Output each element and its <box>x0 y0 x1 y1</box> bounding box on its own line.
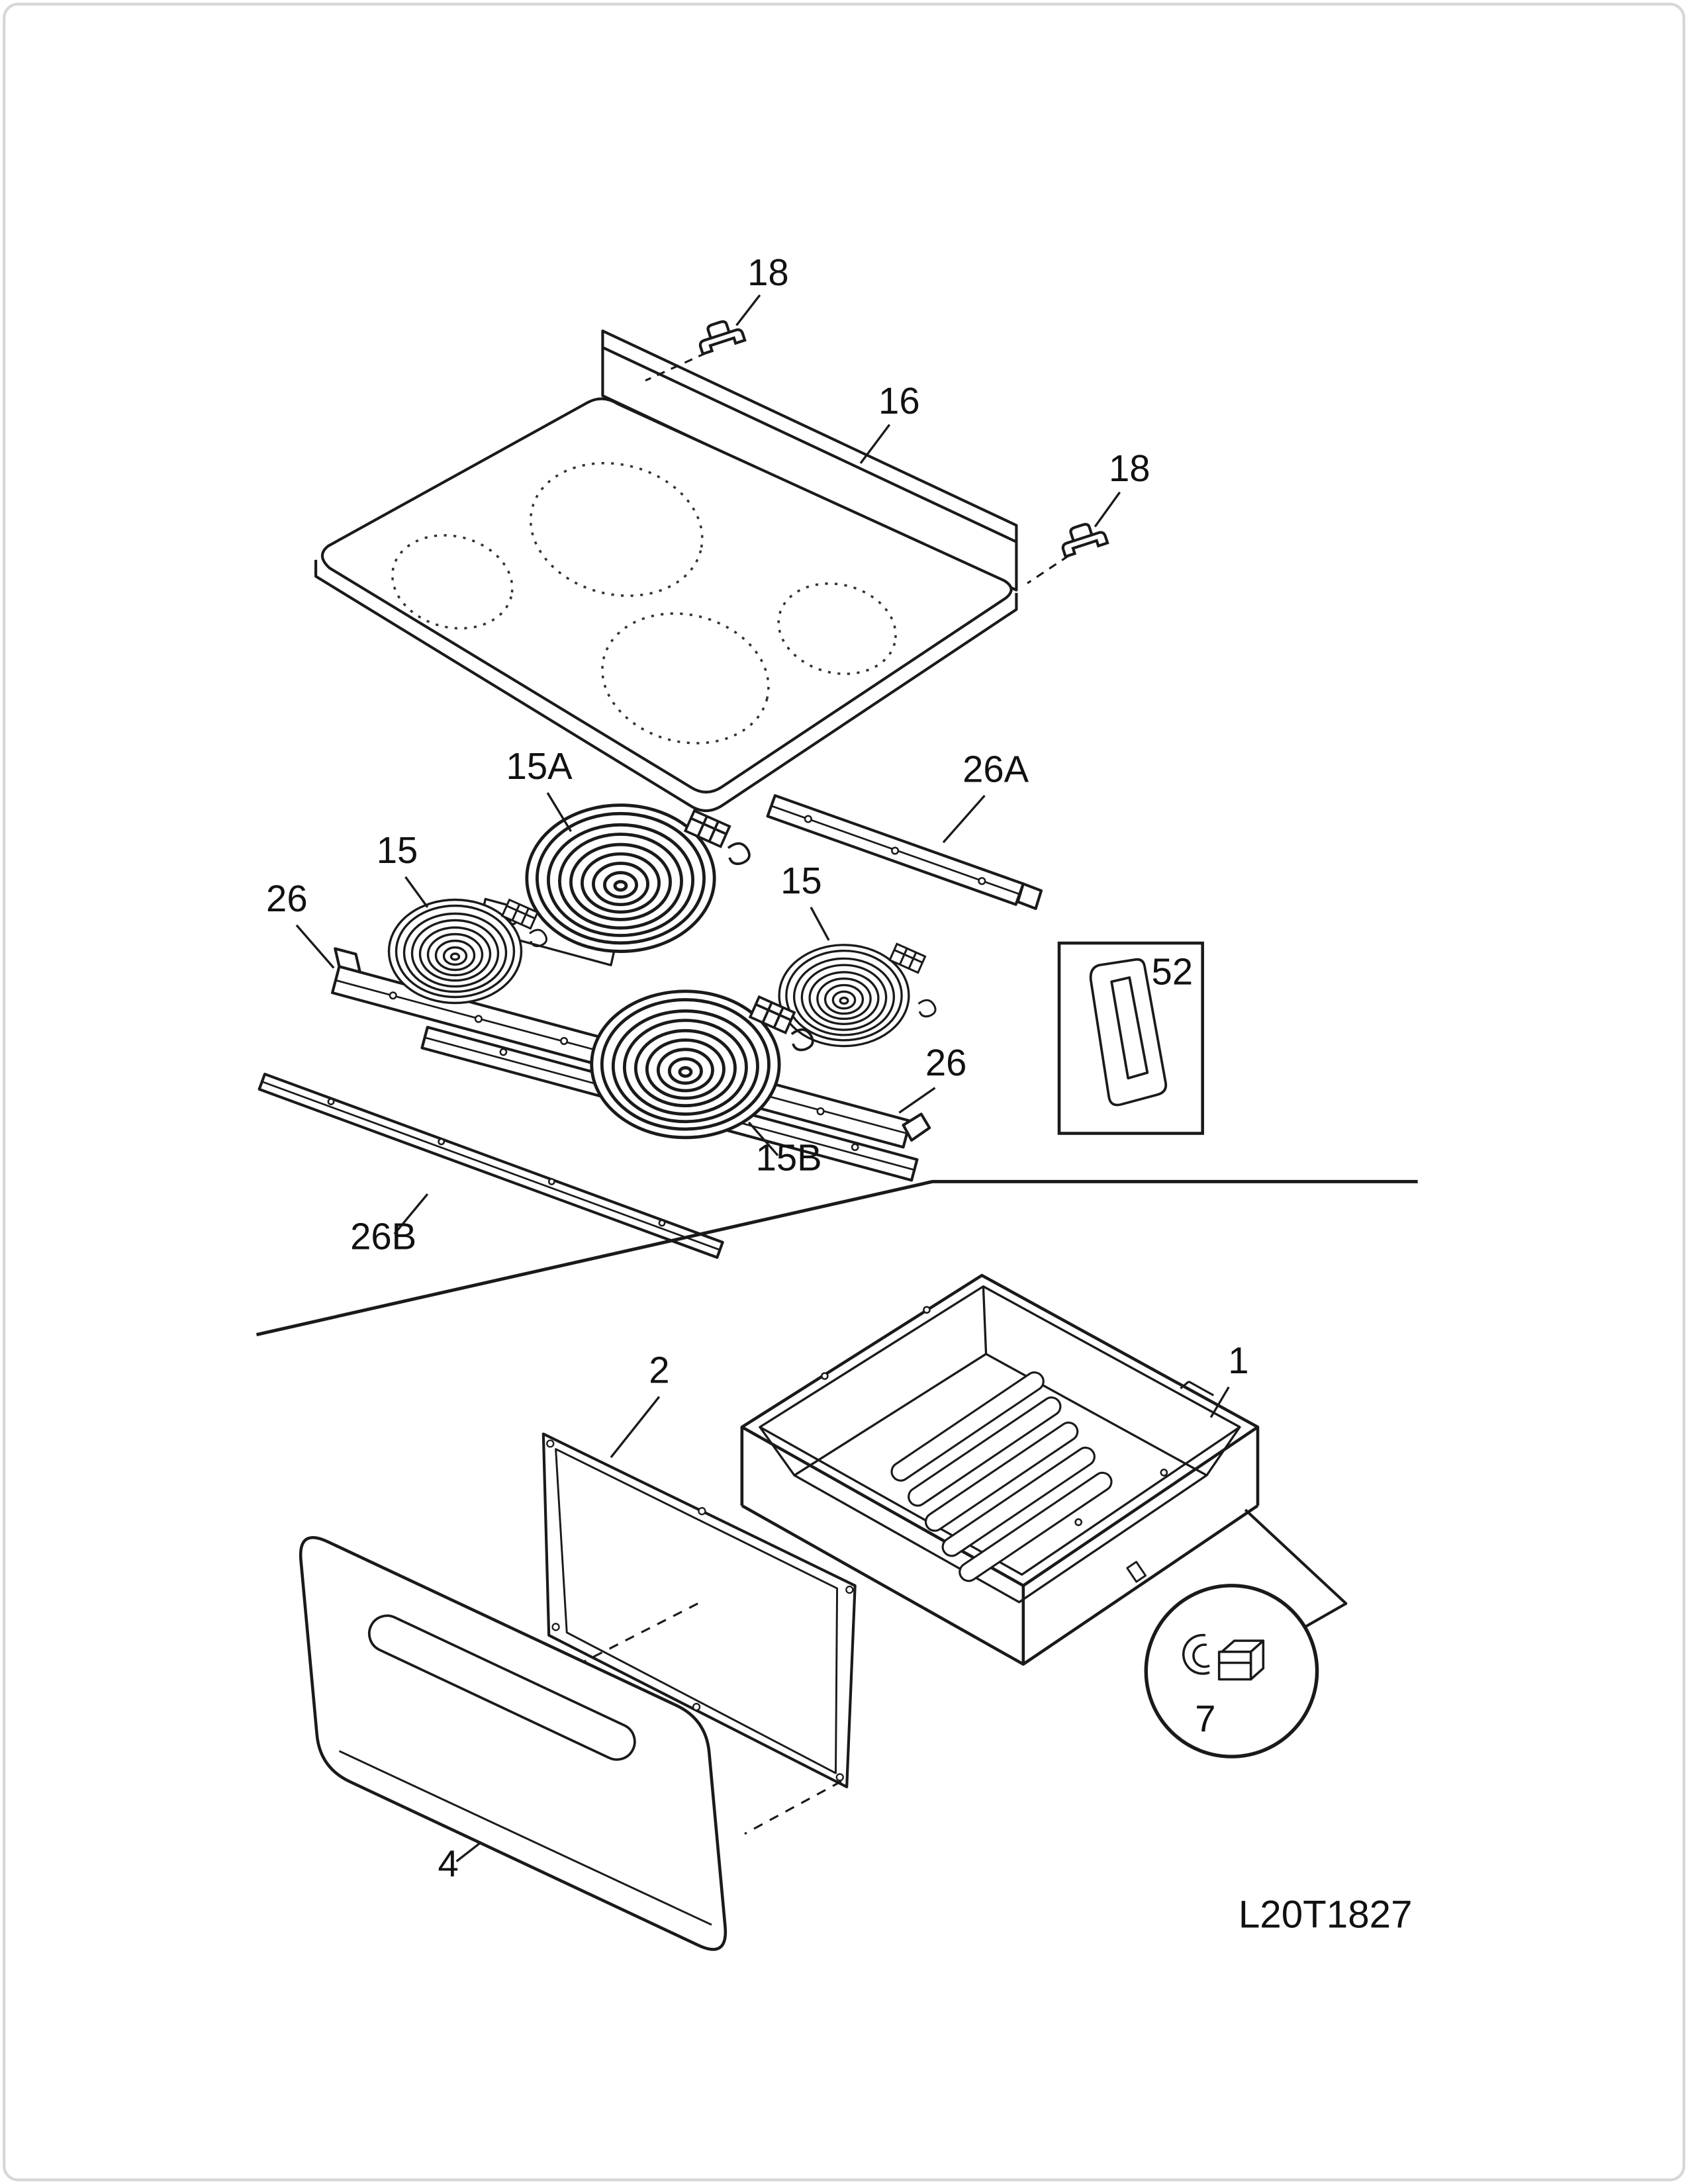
diagram-code: L20T1827 <box>1239 1893 1413 1936</box>
part-label-15-left: 15 <box>377 829 418 871</box>
burner-outline <box>777 582 897 675</box>
cooktop-edge <box>314 559 1018 813</box>
part-label-26-left: 26 <box>266 878 308 919</box>
bracket-26a <box>766 794 1043 910</box>
mounting-clip-18-top <box>645 316 745 382</box>
surface-element-15-left <box>387 898 548 1005</box>
part-label-2: 2 <box>649 1349 669 1391</box>
drawer-handle <box>367 1614 636 1761</box>
part-label-15-right: 15 <box>780 860 822 901</box>
part-label-18-right: 18 <box>1109 447 1150 489</box>
part-label-26b: 26B <box>350 1215 416 1257</box>
bracket-26b <box>258 1072 724 1259</box>
surface-element-15b <box>592 991 814 1138</box>
part-label-52: 52 <box>1152 951 1194 993</box>
drawer-floor-ribs <box>890 1371 1113 1582</box>
part-label-7: 7 <box>1195 1698 1215 1740</box>
part-label-16: 16 <box>878 380 920 422</box>
part-label-1: 1 <box>1228 1340 1248 1381</box>
spacer-part-52 <box>1089 958 1168 1107</box>
leader-lines <box>295 294 1230 1862</box>
spacer-part-52-box <box>1057 941 1204 1135</box>
cooktop-surface <box>320 397 1013 794</box>
surface-element-15a <box>527 805 751 952</box>
section-divider-line <box>256 1179 1418 1337</box>
mounting-clip-18-right <box>1027 520 1107 584</box>
drawer-front-panel-4 <box>299 1535 727 1951</box>
drawer-body-1 <box>740 1273 1260 1666</box>
part-label-4: 4 <box>438 1843 458 1884</box>
page-border <box>3 3 1685 2181</box>
burner-outline <box>601 612 770 745</box>
burner-outline <box>529 462 704 597</box>
part-label-15b: 15B <box>756 1137 822 1179</box>
burner-outline <box>391 534 514 630</box>
cooktop-main-top <box>314 329 1018 813</box>
part-label-26-right: 26 <box>925 1042 967 1083</box>
assembly-guide-lines <box>573 1602 842 1835</box>
part-label-15a: 15A <box>506 745 573 787</box>
drawer-inner-panel-2 <box>541 1432 857 1789</box>
part-label-18-top: 18 <box>747 251 789 293</box>
glide-detail-7 <box>1144 1508 1348 1758</box>
part-label-26a: 26A <box>962 748 1029 790</box>
